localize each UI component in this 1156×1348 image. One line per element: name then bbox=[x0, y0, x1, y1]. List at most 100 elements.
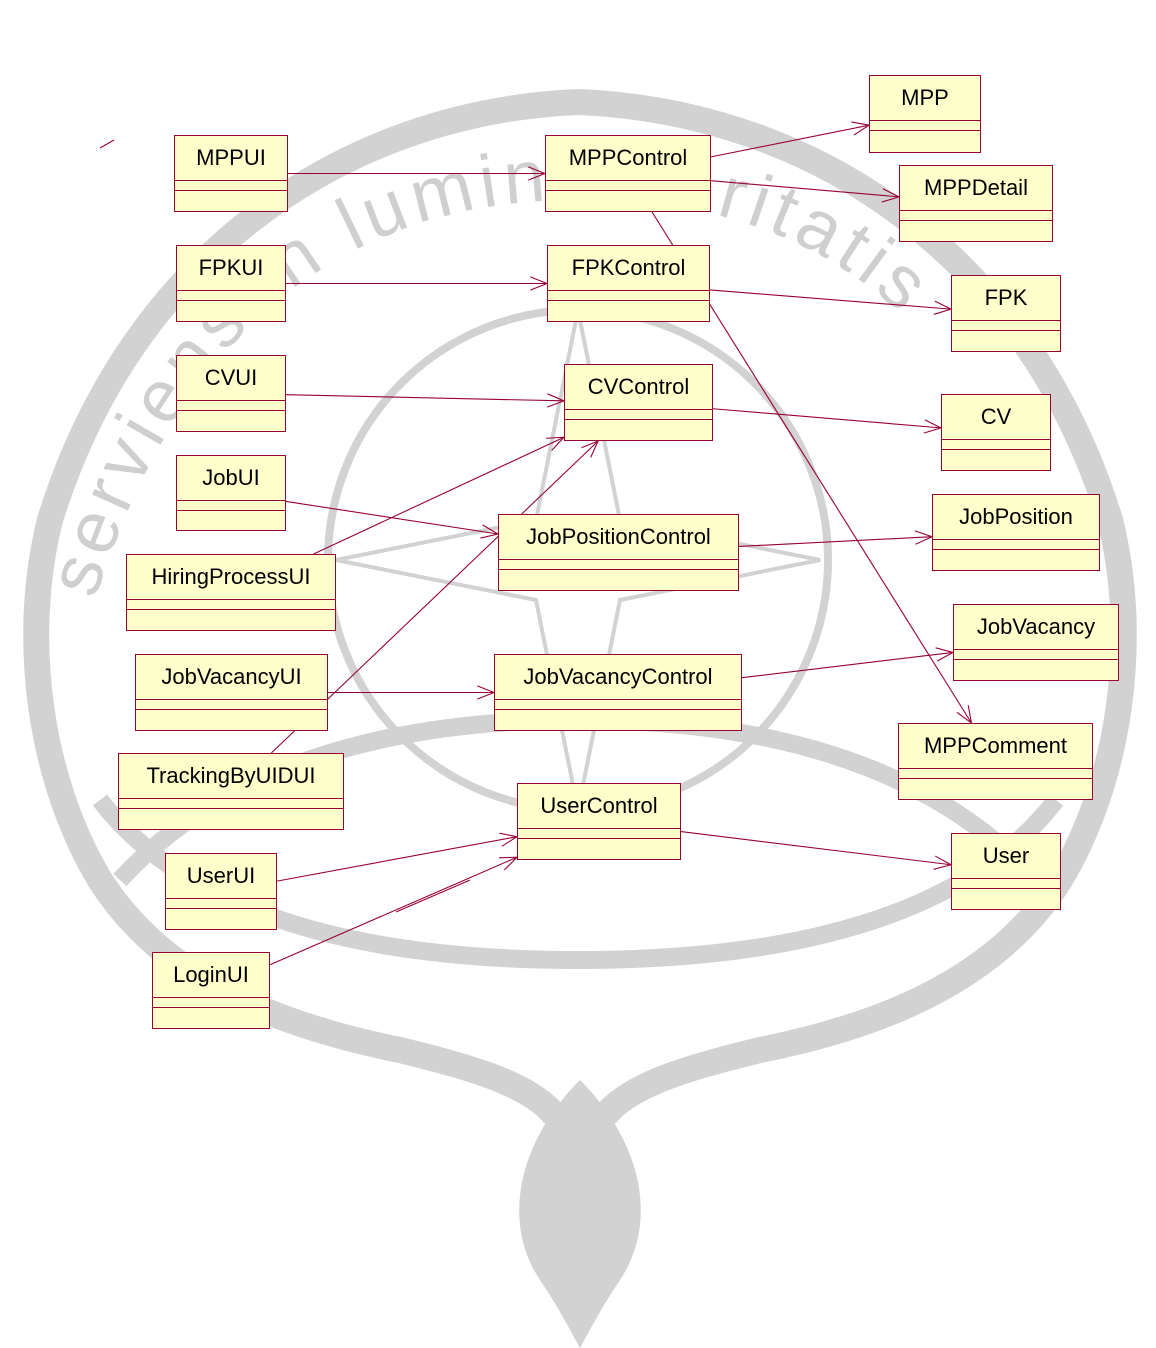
class-name: UserUI bbox=[166, 854, 276, 899]
association-fpkcontrol-to-fpk bbox=[709, 289, 952, 310]
class-name: FPK bbox=[952, 276, 1060, 321]
class-attributes bbox=[166, 899, 276, 909]
arrowhead-fpkcontrol bbox=[530, 276, 549, 291]
class-name: JobVacancyUI bbox=[136, 655, 327, 700]
class-name: CVControl bbox=[565, 365, 712, 410]
arrowhead-jobposition bbox=[914, 530, 934, 545]
class-operations bbox=[127, 610, 335, 630]
class-operations bbox=[546, 191, 710, 211]
class-hiringprocessui[interactable]: HiringProcessUI bbox=[126, 554, 336, 631]
class-userui[interactable]: UserUI bbox=[165, 853, 277, 930]
class-name: HiringProcessUI bbox=[127, 555, 335, 600]
arrowhead-cvcontrol bbox=[546, 393, 566, 408]
arrowhead-usercontrol bbox=[498, 856, 519, 871]
class-mppui[interactable]: MPPUI bbox=[174, 135, 288, 212]
class-user[interactable]: User bbox=[951, 833, 1061, 910]
class-attributes bbox=[153, 998, 269, 1008]
class-operations bbox=[900, 221, 1052, 241]
association-mppcontrol-to-mppdetail bbox=[710, 180, 900, 198]
arrowhead-fpk bbox=[933, 300, 953, 315]
class-attributes bbox=[127, 600, 335, 610]
arrowhead-mpp bbox=[851, 121, 871, 136]
class-name: JobPosition bbox=[933, 495, 1099, 540]
class-mppcomment[interactable]: MPPComment bbox=[898, 723, 1093, 800]
arrowhead-cv bbox=[923, 419, 943, 434]
class-fpk[interactable]: FPK bbox=[951, 275, 1061, 352]
arrowhead-user bbox=[933, 855, 953, 870]
class-operations bbox=[175, 191, 287, 211]
class-cvcontrol[interactable]: CVControl bbox=[564, 364, 713, 441]
class-operations bbox=[952, 889, 1060, 909]
class-jobvacancyui[interactable]: JobVacancyUI bbox=[135, 654, 328, 731]
class-name: MPPControl bbox=[546, 136, 710, 181]
arrowhead-jobvacancy bbox=[935, 647, 955, 662]
class-name: MPPUI bbox=[175, 136, 287, 181]
class-jobvacancycontrol[interactable]: JobVacancyControl bbox=[494, 654, 742, 731]
class-operations bbox=[153, 1008, 269, 1028]
class-jobposition[interactable]: JobPosition bbox=[932, 494, 1100, 571]
class-operations bbox=[499, 570, 738, 590]
class-mppdetail[interactable]: MPPDetail bbox=[899, 165, 1053, 242]
class-operations bbox=[870, 131, 980, 152]
class-operations bbox=[495, 710, 741, 730]
arrowhead-cvcontrol bbox=[581, 439, 600, 458]
class-attributes bbox=[548, 291, 709, 301]
class-operations bbox=[136, 710, 327, 730]
class-cvui[interactable]: CVUI bbox=[176, 355, 286, 432]
class-name: JobVacancyControl bbox=[495, 655, 741, 700]
class-attributes bbox=[177, 401, 285, 411]
class-operations bbox=[548, 301, 709, 321]
class-attributes bbox=[870, 121, 980, 131]
class-attributes bbox=[499, 560, 738, 570]
association-jobvacancycontrol-to-jobvacancy bbox=[741, 651, 954, 679]
class-attributes bbox=[518, 829, 680, 839]
arrowhead-jobpositioncontrol bbox=[480, 524, 500, 539]
class-attributes bbox=[565, 410, 712, 420]
class-jobpositioncontrol[interactable]: JobPositionControl bbox=[498, 514, 739, 591]
class-operations bbox=[954, 660, 1118, 680]
class-usercontrol[interactable]: UserControl bbox=[517, 783, 681, 860]
association-usercontrol-to-user bbox=[680, 831, 952, 866]
class-name: CVUI bbox=[177, 356, 285, 401]
association-cvcontrol-to-cv bbox=[712, 408, 942, 429]
class-attributes bbox=[933, 540, 1099, 550]
association-jobui-to-jobpositioncontrol bbox=[285, 500, 499, 535]
class-name: MPP bbox=[870, 76, 980, 121]
class-attributes bbox=[952, 321, 1060, 331]
association-userui-to-usercontrol bbox=[276, 836, 518, 882]
class-mppcontrol[interactable]: MPPControl bbox=[545, 135, 711, 212]
class-attributes bbox=[177, 501, 285, 511]
association-loginui-to-usercontrol bbox=[269, 856, 518, 966]
class-operations bbox=[899, 779, 1092, 799]
class-fpkcontrol[interactable]: FPKControl bbox=[547, 245, 710, 322]
class-cv[interactable]: CV bbox=[941, 394, 1051, 471]
class-operations bbox=[933, 550, 1099, 570]
class-name: UserControl bbox=[518, 784, 680, 829]
class-attributes bbox=[119, 799, 343, 809]
class-jobvacancy[interactable]: JobVacancy bbox=[953, 604, 1119, 681]
class-fpkui[interactable]: FPKUI bbox=[176, 245, 286, 322]
arrowhead-usercontrol bbox=[499, 832, 519, 847]
class-attributes bbox=[546, 181, 710, 191]
class-attributes bbox=[175, 181, 287, 191]
class-name: CV bbox=[942, 395, 1050, 440]
arrowhead-mppcontrol bbox=[528, 166, 547, 181]
class-attributes bbox=[954, 650, 1118, 660]
class-name: LoginUI bbox=[153, 953, 269, 998]
class-attributes bbox=[136, 700, 327, 710]
class-operations bbox=[518, 839, 680, 859]
class-name: User bbox=[952, 834, 1060, 879]
class-name: JobVacancy bbox=[954, 605, 1118, 650]
class-attributes bbox=[177, 291, 285, 301]
emblem-drop bbox=[519, 1080, 641, 1348]
class-loginui[interactable]: LoginUI bbox=[152, 952, 270, 1029]
class-name: JobPositionControl bbox=[499, 515, 738, 560]
class-jobui[interactable]: JobUI bbox=[176, 455, 286, 531]
class-mpp[interactable]: MPP bbox=[869, 75, 981, 153]
association-jobpositioncontrol-to-jobposition bbox=[738, 536, 933, 547]
class-trackingbyuidui[interactable]: TrackingByUIDUI bbox=[118, 753, 344, 830]
class-attributes bbox=[900, 211, 1052, 221]
class-operations bbox=[177, 301, 285, 321]
class-operations bbox=[177, 511, 285, 530]
